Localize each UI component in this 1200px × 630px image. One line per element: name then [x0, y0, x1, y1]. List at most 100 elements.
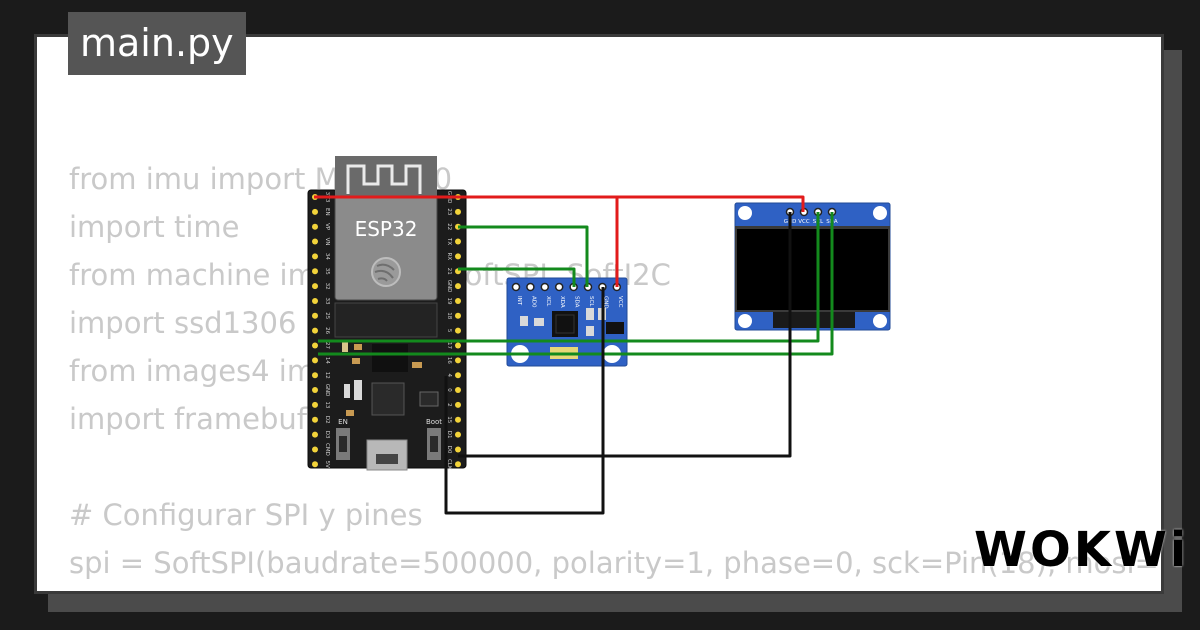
esp32-pin-label: D0: [446, 446, 452, 454]
esp32-pin-label: 22: [446, 223, 452, 230]
esp32-pin[interactable]: [312, 283, 318, 290]
code-line: import ssd1306: [69, 306, 297, 340]
mpu6050-pin-label: GND: [602, 296, 608, 309]
esp32-pin-label: 15: [446, 416, 452, 423]
mpu6050-pin-label: VCC: [617, 296, 623, 308]
esp32-pin[interactable]: [312, 387, 318, 394]
wokwi-logo: WOKWi: [974, 522, 1190, 578]
esp32-pin[interactable]: [455, 401, 461, 408]
esp32-pin[interactable]: [312, 312, 318, 319]
esp32-pin-label: 34: [324, 253, 330, 260]
esp32-board[interactable]: ESP32 EN Boot 3V3ENVPVN34353233252627141…: [307, 156, 467, 471]
mpu6050-module[interactable]: INT AD0 XCL XDA SDA SCL GND VCC: [506, 277, 628, 367]
esp32-pin-label: 19: [446, 297, 452, 304]
esp32-pin-label: 17: [446, 342, 452, 349]
mpu6050-pin-label: XCL: [545, 296, 551, 307]
esp32-pin[interactable]: [312, 401, 318, 408]
esp32-pin[interactable]: [455, 387, 461, 394]
mpu6050-pin-label: SCL: [588, 296, 594, 307]
wires: [314, 195, 834, 515]
esp32-pin-label: RX: [446, 253, 452, 261]
esp32-pin-label: 32: [324, 283, 330, 290]
mpu6050-pin-label: SDA: [574, 296, 580, 308]
esp32-pin[interactable]: [455, 372, 461, 379]
esp32-chip-label: ESP32: [355, 217, 418, 241]
wire-scl-mpu: [458, 225, 589, 287]
wire-gnd-mpu: [444, 287, 605, 515]
oled-pin-label: VCC: [798, 219, 810, 225]
esp32-pin[interactable]: [312, 327, 318, 334]
wire-gnd-oled: [458, 212, 792, 458]
esp32-pin-label: 12: [324, 372, 330, 379]
esp32-pin[interactable]: [455, 461, 461, 468]
esp32-pin[interactable]: [455, 416, 461, 423]
esp32-pin[interactable]: [312, 461, 318, 468]
esp32-pin-label: 35: [324, 268, 330, 275]
boot-button-label: Boot: [426, 418, 442, 426]
esp32-pin[interactable]: [312, 357, 318, 364]
file-tab[interactable]: main.py: [68, 12, 246, 75]
esp32-pin-label: 33: [324, 297, 330, 304]
esp32-pin[interactable]: [312, 416, 318, 423]
esp32-pin[interactable]: [312, 253, 318, 260]
esp32-pin[interactable]: [455, 208, 461, 215]
esp32-pin-label: 16: [446, 357, 452, 364]
esp32-pin[interactable]: [455, 446, 461, 453]
mpu6050-pin[interactable]: [511, 282, 521, 292]
esp32-pin[interactable]: [455, 357, 461, 364]
esp32-pin[interactable]: [455, 327, 461, 334]
wire-sda-oled: [318, 212, 834, 356]
esp32-pin[interactable]: [455, 312, 461, 319]
esp32-pin-label: GND: [324, 384, 330, 397]
esp32-pin-label: 25: [324, 312, 330, 319]
esp32-pin[interactable]: [312, 431, 318, 438]
esp32-pin-label: 5: [446, 329, 452, 333]
esp32-pin[interactable]: [455, 238, 461, 245]
esp32-pin-label: 5V: [324, 461, 330, 468]
esp32-pin[interactable]: [455, 253, 461, 260]
esp32-pin[interactable]: [455, 283, 461, 290]
esp32-pin-label: D3: [324, 431, 330, 439]
esp32-pin[interactable]: [312, 238, 318, 245]
esp32-pin[interactable]: [455, 297, 461, 304]
esp32-pin-label: 13: [324, 401, 330, 408]
mpu6050-pin-label: XDA: [559, 296, 565, 308]
esp32-pin[interactable]: [312, 268, 318, 275]
wire-sda-mpu: [458, 267, 576, 287]
mpu6050-pin[interactable]: [554, 282, 564, 292]
esp32-pin-label: EN: [324, 208, 330, 216]
esp32-pin[interactable]: [312, 446, 318, 453]
wire-scl-oled: [318, 212, 820, 343]
esp32-pin[interactable]: [312, 223, 318, 230]
esp32-pin[interactable]: [312, 342, 318, 349]
en-button-label: EN: [338, 418, 348, 426]
esp32-pin-label: D1: [446, 431, 452, 439]
mpu6050-pin-label: AD0: [530, 296, 536, 308]
esp32-pin-label: CMD: [324, 443, 330, 456]
esp32-pin-label: D2: [324, 416, 330, 424]
esp32-pin[interactable]: [312, 297, 318, 304]
esp32-pin[interactable]: [455, 342, 461, 349]
code-line: import time: [69, 210, 240, 244]
code-line: # Configurar SPI y pines: [69, 498, 423, 532]
esp32-pin-label: 21: [446, 268, 452, 275]
esp32-pin-label: 18: [446, 312, 452, 319]
esp32-pin-label: 14: [324, 357, 330, 364]
antenna-trace-icon: [346, 164, 422, 194]
esp32-pin[interactable]: [312, 372, 318, 379]
code-line: spi = SoftSPI(baudrate=500000, polarity=…: [69, 546, 1161, 580]
mpu6050-pin[interactable]: [526, 282, 535, 292]
wire-vcc-mpu: [314, 195, 619, 287]
esp32-pin-label: 26: [324, 327, 330, 334]
esp32-pin[interactable]: [312, 208, 318, 215]
esp32-pin-label: 0: [446, 388, 452, 392]
esp32-pin[interactable]: [455, 431, 461, 438]
mpu6050-pin-label: INT: [516, 296, 522, 306]
mpu6050-pin[interactable]: [540, 282, 550, 292]
esp32-pin-headers: 3V3ENVPVN343532332526271412GND13D2D3CMD5…: [312, 191, 461, 470]
esp32-pin-label: 23: [446, 208, 452, 215]
esp32-pin-label: 2: [446, 403, 452, 407]
esp32-pin-label: 27: [324, 342, 330, 349]
